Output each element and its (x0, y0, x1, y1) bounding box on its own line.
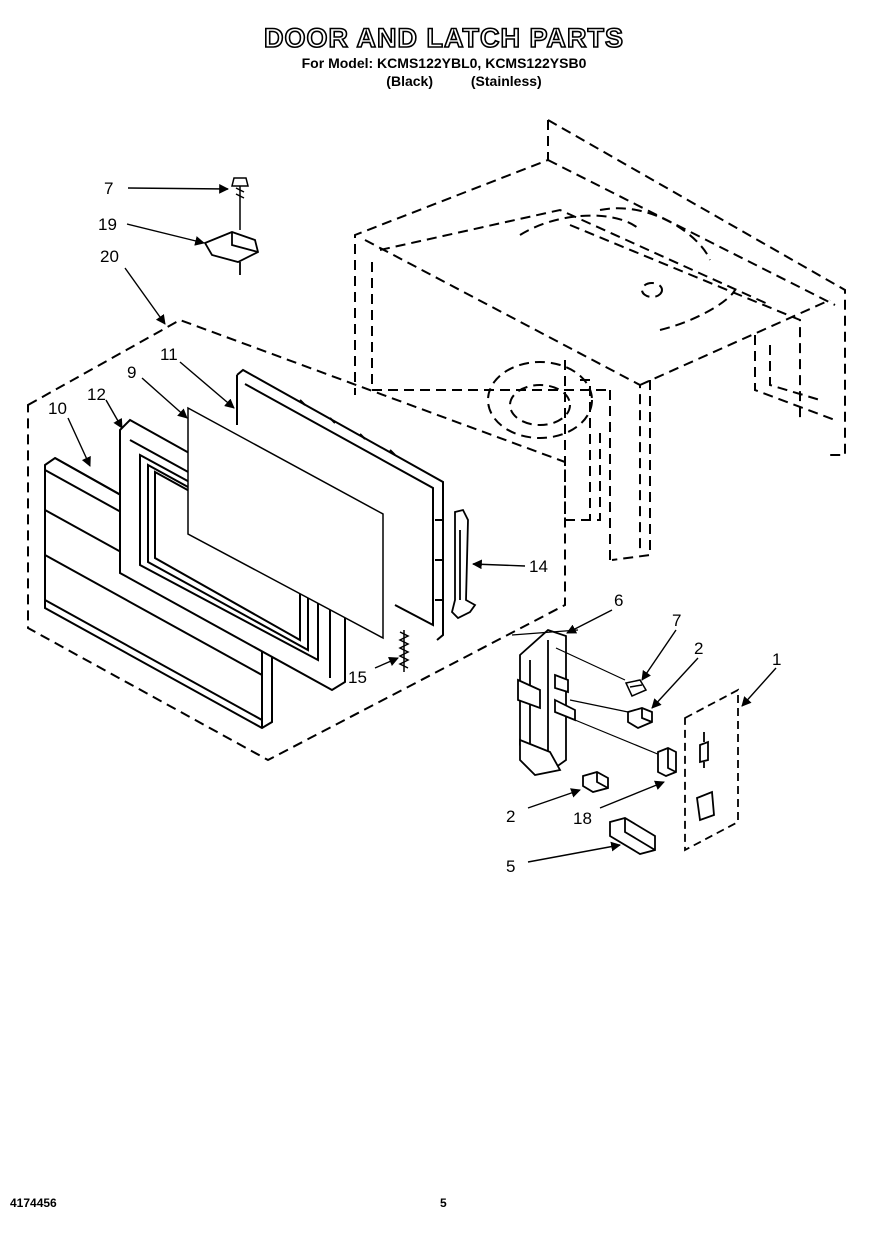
monitor-switch (657, 747, 677, 777)
screw-top (231, 177, 249, 230)
callout-9: 9 (127, 363, 136, 382)
latch-hook (451, 508, 477, 620)
latch-actuator (609, 817, 656, 855)
callout-10: 10 (48, 399, 67, 418)
callout-7-latch-screw: 7 (672, 611, 681, 630)
callout-2-left: 2 (506, 807, 515, 826)
model-numbers: For Model: KCMS122YBL0, KCMS122YSB0 (301, 55, 587, 71)
oven-cavity-outline (354, 119, 846, 561)
page-number: 5 (440, 1196, 447, 1210)
callout-2-right: 2 (694, 639, 703, 658)
inner-door-chassis (236, 368, 444, 641)
leader-lines (67, 184, 777, 863)
switch-left (582, 771, 609, 793)
model-variants: (Black) (Stainless) (0, 72, 888, 90)
callout-18: 18 (573, 809, 592, 828)
latch-board (517, 628, 576, 776)
callout-5: 5 (506, 857, 515, 876)
door-choke-sheet (187, 406, 384, 640)
callout-labels: 7 19 20 11 9 12 10 14 15 6 7 2 1 2 18 5 (48, 179, 781, 876)
callout-15: 15 (348, 668, 367, 687)
diagram-header: DOOR AND LATCH PARTS For Model: KCMS122Y… (0, 22, 888, 90)
callout-11: 11 (160, 345, 178, 364)
callout-19: 19 (98, 215, 117, 234)
callout-12: 12 (87, 385, 106, 404)
document-number: 4174456 (10, 1196, 57, 1210)
callout-7-screw-top: 7 (104, 179, 113, 198)
variant-stainless: (Stainless) (470, 73, 542, 89)
door-spring (398, 630, 410, 672)
fuse-kit (684, 688, 739, 852)
page-title: DOOR AND LATCH PARTS (263, 22, 624, 54)
variant-black: (Black) (386, 73, 433, 89)
callout-6: 6 (614, 591, 623, 610)
callout-20: 20 (100, 247, 119, 266)
door-assembly-outline (27, 318, 566, 762)
screw-latch (624, 679, 648, 697)
mounting-bracket (203, 231, 260, 275)
callout-14: 14 (529, 557, 548, 576)
switch-right (627, 707, 653, 730)
callout-1: 1 (772, 650, 781, 669)
